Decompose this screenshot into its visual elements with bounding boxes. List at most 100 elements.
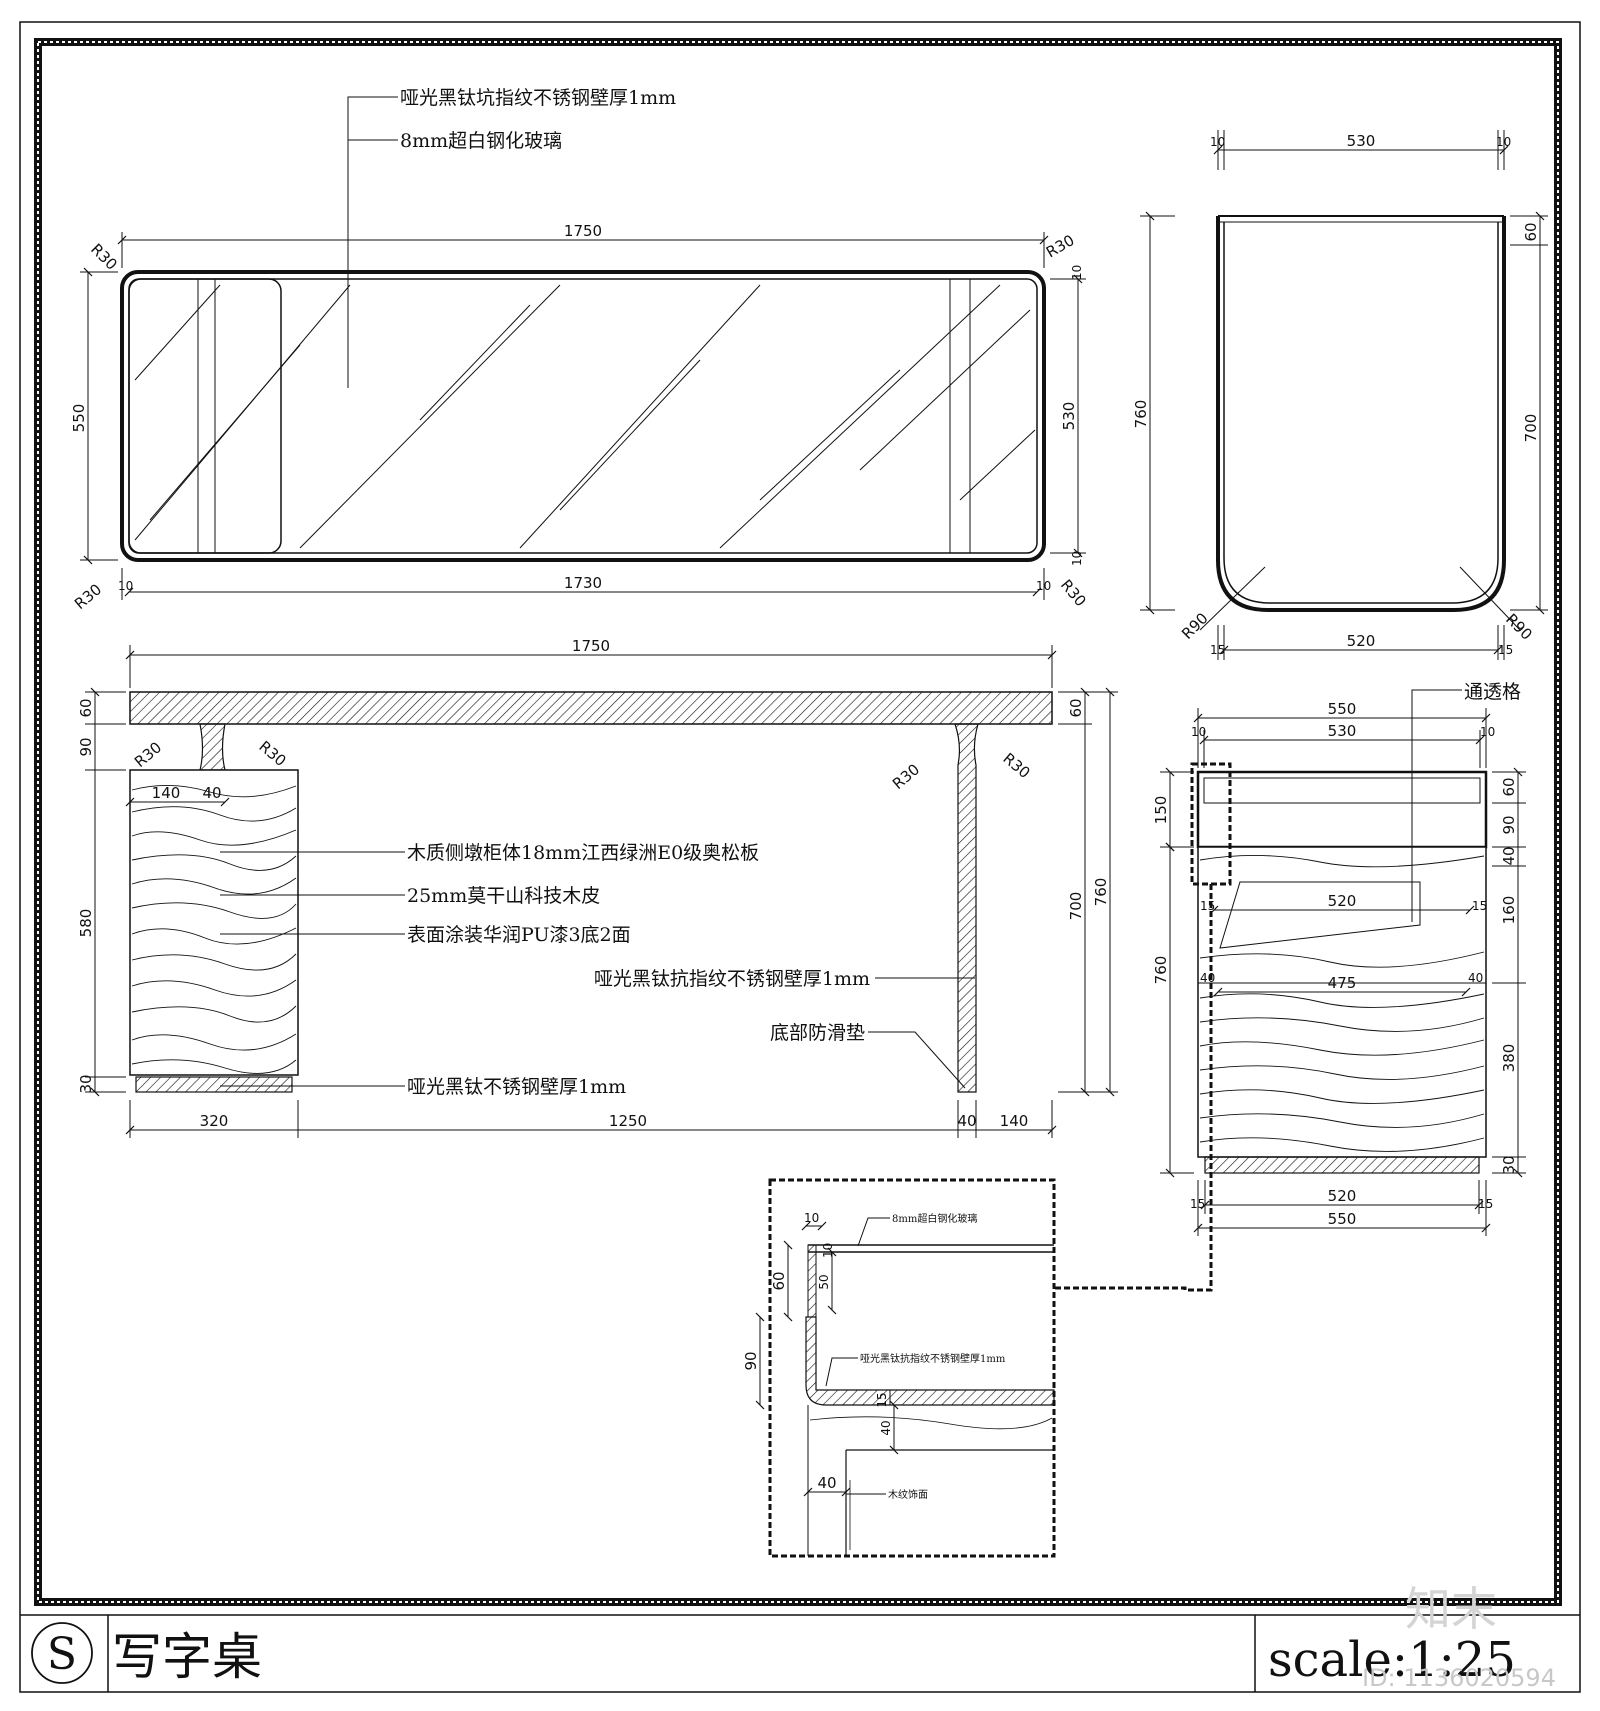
svg-text:50: 50 (817, 1274, 831, 1289)
svg-text:10: 10 (1480, 725, 1495, 739)
cabinet-top-frame (1196, 770, 1488, 849)
open-compartment (1219, 881, 1421, 949)
svg-text:15: 15 (1200, 899, 1215, 913)
svg-text:580: 580 (77, 909, 95, 938)
svg-text:10: 10 (1191, 725, 1206, 739)
note-base-steel: 哑光黑钛不锈钢壁厚1mm (407, 1076, 626, 1098)
svg-text:60: 60 (1522, 222, 1540, 241)
detail-note-wood: 木纹饰面 (888, 1488, 928, 1501)
svg-text:R30: R30 (1057, 576, 1090, 610)
svg-text:10: 10 (1036, 579, 1051, 593)
svg-text:550: 550 (70, 404, 88, 433)
svg-text:R30: R30 (255, 737, 289, 770)
svg-text:140: 140 (1000, 1112, 1029, 1130)
section-symbol: S (47, 1629, 77, 1680)
svg-text:40: 40 (202, 784, 221, 802)
cabinet-side-view: 550 530 10 10 通透格 150 760 60 90 40 160 3… (1055, 681, 1526, 1292)
svg-text:1750: 1750 (572, 637, 610, 655)
svg-text:40: 40 (879, 1420, 893, 1435)
detail-note-steel: 哑光黑钛抗指纹不锈钢壁厚1mm (860, 1352, 1006, 1365)
svg-text:1750: 1750 (564, 222, 602, 240)
svg-text:15: 15 (1472, 899, 1487, 913)
svg-text:60: 60 (1500, 777, 1518, 796)
svg-text:520: 520 (1328, 1187, 1357, 1205)
svg-text:1730: 1730 (564, 574, 602, 592)
side-profile-view: 530 10 10 760 60 700 520 15 15 R90 R90 (1132, 130, 1548, 660)
svg-text:60: 60 (1067, 698, 1085, 717)
svg-text:10: 10 (118, 579, 133, 593)
svg-text:10: 10 (1070, 265, 1084, 280)
svg-text:30: 30 (1500, 1155, 1518, 1174)
svg-text:R90: R90 (1502, 610, 1536, 644)
detail-note-glass: 8mm超白钢化玻璃 (892, 1212, 977, 1225)
svg-text:90: 90 (77, 737, 95, 756)
svg-text:10: 10 (1496, 135, 1511, 149)
note-titanium-steel-top: 哑光黑钛坑指纹不锈钢壁厚1mm (400, 87, 676, 109)
svg-text:380: 380 (1500, 1044, 1518, 1073)
svg-text:320: 320 (200, 1112, 229, 1130)
svg-text:15: 15 (875, 1392, 889, 1407)
svg-text:520: 520 (1328, 892, 1357, 910)
note-veneer: 25mm莫干山科技木皮 (407, 885, 600, 907)
svg-text:R30: R30 (889, 760, 923, 793)
svg-text:140: 140 (152, 784, 181, 802)
svg-text:160: 160 (1500, 896, 1518, 925)
note-open-shelf: 通透格 (1464, 681, 1521, 703)
svg-text:550: 550 (1328, 700, 1357, 718)
svg-text:40: 40 (1200, 971, 1215, 985)
wood-grain-lines (131, 785, 297, 1074)
svg-text:520: 520 (1347, 632, 1376, 650)
detail-frame (768, 1178, 1056, 1558)
svg-text:10: 10 (1210, 135, 1225, 149)
drawing-title: 写字桌 (112, 1628, 262, 1686)
desktop-slab (129, 691, 1053, 725)
note-pu-paint: 表面涂装华润PU漆3底2面 (407, 924, 631, 946)
svg-text:90: 90 (1500, 815, 1518, 834)
front-elevation-view: 1750 60 90 580 30 60 700 760 140 40 R30 … (77, 637, 1118, 1138)
drawing-scale: scale:1:25 (1268, 1632, 1516, 1688)
svg-text:R30: R30 (71, 580, 105, 613)
enlarged-detail-view: 10 60 50 10 90 15 40 40 8mm超白钢化玻璃 哑光黑钛抗指… (742, 1178, 1056, 1558)
svg-text:530: 530 (1060, 402, 1078, 431)
watermark-id: ID: 1136020594 (1362, 1664, 1556, 1692)
note-leg-steel: 哑光黑钛抗指纹不锈钢壁厚1mm (594, 968, 870, 990)
svg-text:R30: R30 (999, 749, 1033, 782)
note-wood-pedestal: 木质侧墩柜体18mm江西绿洲E0级奥松板 (407, 842, 759, 864)
svg-text:40: 40 (1500, 846, 1518, 865)
svg-text:530: 530 (1328, 722, 1357, 740)
u-frame-profile (1216, 216, 1506, 612)
svg-text:700: 700 (1522, 414, 1540, 443)
svg-text:40: 40 (1468, 971, 1483, 985)
svg-text:530: 530 (1347, 132, 1376, 150)
svg-text:R90: R90 (1178, 609, 1212, 643)
cabinet-base-plate (1204, 1156, 1480, 1174)
section-symbol-circle (31, 1622, 93, 1684)
svg-text:550: 550 (1328, 1210, 1357, 1228)
svg-text:R30: R30 (87, 240, 121, 274)
svg-text:90: 90 (742, 1351, 760, 1370)
svg-text:760: 760 (1132, 400, 1150, 429)
svg-text:150: 150 (1152, 796, 1170, 825)
svg-text:40: 40 (817, 1474, 836, 1492)
svg-text:40: 40 (957, 1112, 976, 1130)
sheet-outer-frame (19, 21, 1581, 1693)
svg-text:15: 15 (1478, 1197, 1493, 1211)
svg-text:760: 760 (1092, 878, 1110, 907)
svg-text:60: 60 (770, 1271, 788, 1290)
svg-text:1250: 1250 (609, 1112, 647, 1130)
wood-pedestal (129, 769, 299, 1076)
svg-text:R30: R30 (131, 738, 165, 771)
svg-text:15: 15 (1498, 643, 1513, 657)
svg-text:30: 30 (77, 1074, 95, 1093)
svg-text:10: 10 (821, 1243, 835, 1258)
top-plan-view: 1750 1730 10 10 550 530 10 10 R30 R30 R3… (70, 87, 1090, 613)
pedestal-outline-plan (128, 278, 282, 554)
svg-text:60: 60 (77, 698, 95, 717)
svg-text:760: 760 (1152, 956, 1170, 985)
svg-text:10: 10 (804, 1211, 819, 1225)
svg-text:475: 475 (1328, 974, 1357, 992)
svg-text:R30: R30 (1043, 231, 1078, 261)
glass-top-outline (120, 270, 1046, 562)
note-anti-slip-pad: 底部防滑垫 (770, 1022, 865, 1044)
